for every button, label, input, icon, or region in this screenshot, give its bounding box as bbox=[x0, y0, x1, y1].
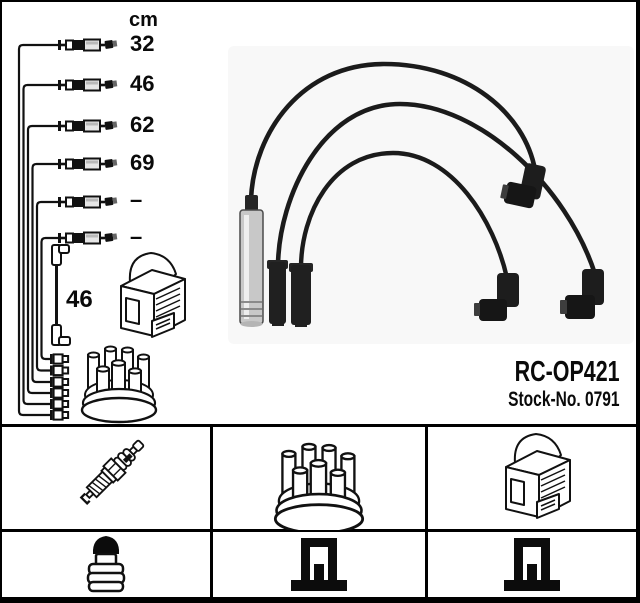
cable-length-value: 62 bbox=[130, 112, 155, 137]
length-unit-header: cm bbox=[129, 9, 158, 31]
distributor-cap-icon bbox=[273, 442, 365, 530]
legend-cell-din-terminal-coil bbox=[213, 532, 428, 597]
part-number: RC-OP421 bbox=[515, 356, 620, 388]
cable-arc-inner bbox=[298, 150, 510, 281]
straight-boot-connector bbox=[289, 263, 313, 327]
ignition-coil-icon bbox=[505, 433, 571, 519]
chrome-tube-connector bbox=[239, 195, 264, 327]
elbow-boot-connector bbox=[560, 269, 604, 319]
cable-bracket-lines bbox=[17, 43, 59, 417]
legend-cell-sae-terminal bbox=[2, 532, 213, 597]
din-terminal-icon bbox=[291, 537, 347, 591]
legend-cell-distributor-cap bbox=[213, 427, 428, 532]
cable-length-value: – bbox=[130, 224, 143, 249]
cable-length-value: 32 bbox=[130, 31, 155, 56]
cable-arc-outer bbox=[248, 61, 538, 202]
din-terminal-icon bbox=[504, 537, 560, 591]
distributor-end-icons bbox=[49, 353, 70, 421]
cable-photo bbox=[239, 61, 604, 327]
coil-wire-icon bbox=[51, 244, 71, 346]
elbow-boot-connector bbox=[474, 273, 519, 321]
cable-length-value: 46 bbox=[130, 71, 155, 96]
cable-length-value: 69 bbox=[130, 150, 155, 175]
legend-cell-spark-plug bbox=[2, 427, 213, 532]
ignition-coil-icon bbox=[120, 252, 186, 338]
legend-cell-din-terminal-distributor bbox=[428, 532, 636, 597]
sae-plug-terminal-icon bbox=[86, 534, 126, 592]
ignition-cable-diagram bbox=[17, 38, 634, 424]
cable-length-value: – bbox=[130, 187, 143, 212]
straight-boot-connector bbox=[267, 260, 288, 326]
elbow-boot-connector bbox=[500, 163, 546, 209]
photo-background bbox=[228, 46, 634, 344]
cable-arc-middle bbox=[275, 101, 598, 277]
legend-cell-ignition-coil bbox=[428, 427, 636, 532]
stock-number: Stock-No. 0791 bbox=[508, 388, 620, 411]
distributor-cap-icon bbox=[80, 345, 158, 424]
spark-plug-icon bbox=[75, 434, 150, 509]
product-id-block: RC-OP421 Stock-No. 0791 bbox=[509, 357, 620, 412]
parts-legend-grid bbox=[2, 424, 636, 597]
cable-end-icons bbox=[57, 38, 119, 245]
coil-wire-length: 46 bbox=[66, 286, 93, 313]
